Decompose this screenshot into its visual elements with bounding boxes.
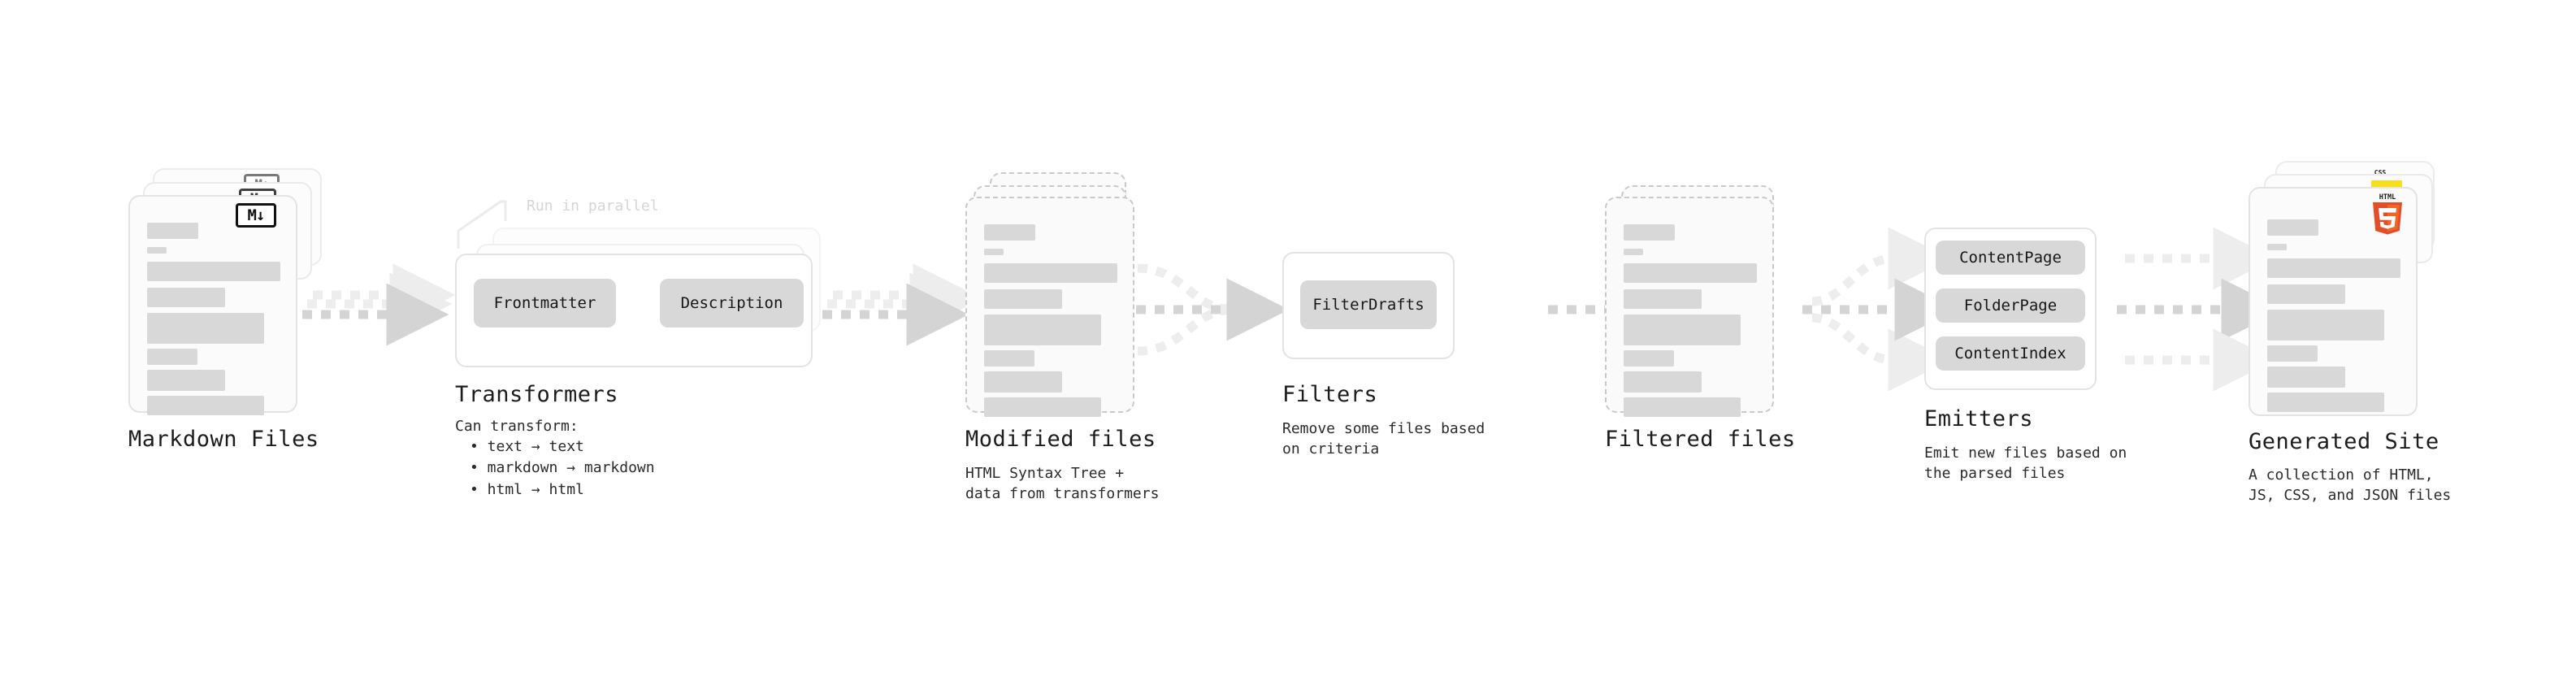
arrow-markdown-to-transformers [302,263,456,346]
markdown-card-front [128,195,297,415]
arrow-modified-to-filters [1136,263,1290,356]
page-title-markdown-files: Markdown Files [128,427,319,452]
skeleton-line-3 [1624,314,1741,345]
transformer-node-description[interactable]: Description [660,279,804,327]
skeleton-line-4 [147,349,197,365]
skeleton-line-6 [984,397,1101,417]
skeleton-line-5 [2267,367,2345,388]
run-in-parallel-note: Run in parallel [527,197,659,215]
skeleton-line-6 [147,396,264,415]
skeleton-line-2 [1624,289,1702,309]
transformers-subtitle: Can transform: [455,418,579,435]
skeleton-line-4 [984,350,1034,367]
emitter-node-contentpage[interactable]: ContentPage [1936,241,2085,275]
skeleton-line-3 [984,314,1101,345]
transformers-bullet-3: • html → html [470,481,584,498]
transformer-node-frontmatter[interactable]: Frontmatter [474,279,616,327]
skeleton-line-6 [1624,397,1741,417]
svg-text:HTML: HTML [2379,193,2396,202]
transformers-bullet-2: • markdown → markdown [470,459,655,476]
page-title-transformers: Transformers [455,382,619,407]
filter-node-filterdrafts[interactable]: FilterDrafts [1300,280,1437,329]
skeleton-title-bar [1624,224,1675,241]
skeleton-line-3 [147,313,264,344]
skeleton-line-5 [984,371,1062,393]
skeleton-line-2 [147,288,225,307]
arrow-emitters-to-site [2117,227,2284,392]
html5-logo-icon: HTML [2373,193,2402,235]
skeleton-line-1 [984,263,1117,283]
emitter-node-folderpage[interactable]: FolderPage [1936,288,2085,323]
arrow-filtered-to-emitters [1802,227,1958,392]
modified-card-front [965,197,1134,417]
generated-site-subtitle: A collection of HTML, JS, CSS, and JSON … [2249,466,2452,504]
site-card-front [2249,187,2418,416]
page-title-modified-files: Modified files [965,427,1156,452]
skeleton-title-bar [147,223,198,239]
svg-text:CSS: CSS [2374,169,2387,176]
skeleton-line-2 [984,289,1062,309]
emitter-node-contentindex[interactable]: ContentIndex [1936,336,2085,371]
skeleton-line-2 [2267,284,2345,304]
page-title-generated-site: Generated Site [2249,429,2439,454]
skeleton-small-bar [984,249,1004,255]
skeleton-line-1 [1624,263,1757,283]
page-title-filtered-files: Filtered files [1605,427,1796,452]
filters-subtitle: Remove some files based on criteria [1282,420,1485,458]
skeleton-small-bar [1624,249,1643,255]
page-title-emitters: Emitters [1924,406,2034,432]
parallel-leader-line [457,200,507,249]
skeleton-line-3 [2267,310,2384,340]
page-title-filters: Filters [1282,382,1378,407]
transformers-bullet-1: • text → text [470,438,584,455]
filtered-card-front [1605,197,1774,417]
skeleton-line-5 [147,370,225,391]
modified-files-subtitle: HTML Syntax Tree + data from transformer… [965,465,1160,502]
emitters-subtitle: Emit new files based on the parsed files [1924,445,2127,482]
skeleton-small-bar [147,247,167,254]
skeleton-line-1 [2267,258,2400,278]
skeleton-title-bar [984,224,1035,241]
arrow-transformers-to-modified [822,263,976,346]
skeleton-line-5 [1624,371,1702,393]
skeleton-small-bar [2267,244,2287,250]
skeleton-line-4 [1624,350,1674,367]
skeleton-line-1 [147,262,280,281]
skeleton-line-4 [2267,345,2318,362]
skeleton-line-6 [2267,393,2384,412]
skeleton-title-bar [2267,219,2318,236]
markdown-logo-icon: M↓ [236,203,276,228]
